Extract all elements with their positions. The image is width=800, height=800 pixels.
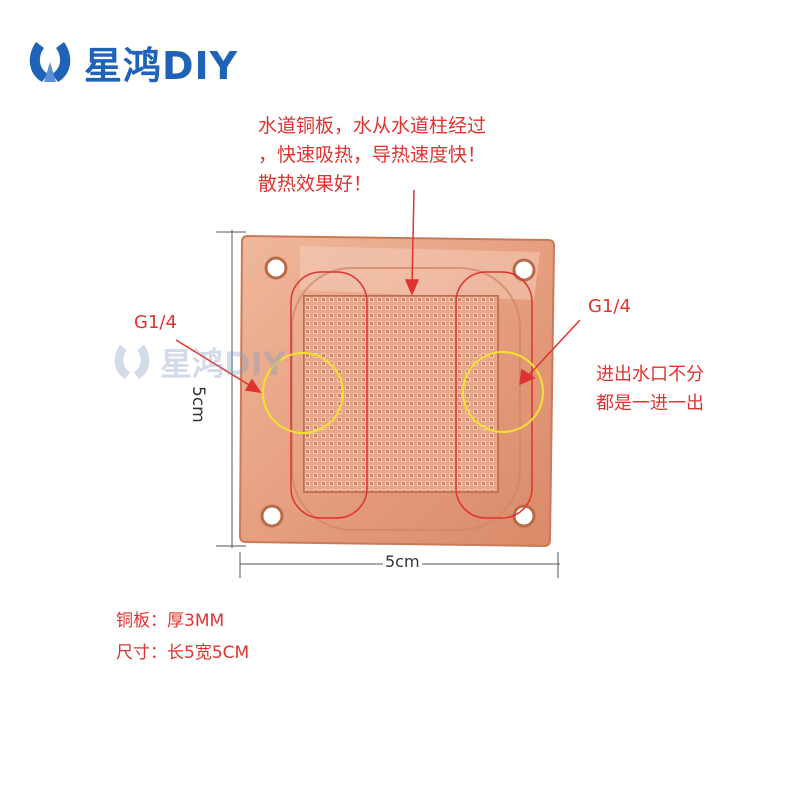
spec-thickness: 铜板：厚3MM — [116, 611, 225, 631]
spec-size: 尺寸：长5宽5CM — [116, 643, 250, 663]
watermark-logo-icon — [114, 344, 150, 380]
inlet-marker — [262, 352, 344, 434]
mounting-hole — [264, 256, 288, 280]
top-callout-line-3: 散热效果好！ — [258, 173, 373, 195]
top-callout-line-2: ，快速吸热，导热速度快！ — [258, 144, 487, 166]
height-dimension-label: 5cm — [188, 386, 208, 423]
outlet-marker — [462, 351, 544, 433]
water-channel-outlines — [290, 271, 533, 519]
ports-note: 进出水口不分 都是一进一出 — [596, 360, 746, 418]
ports-note-line-2: 都是一进一出 — [596, 393, 704, 414]
brand-name: 星鸿DIY — [84, 43, 239, 88]
top-callout: 水道铜板，水从水道柱经过 ，快速吸热，导热速度快！ 散热效果好！ — [258, 112, 548, 199]
brand-logo-icon — [29, 42, 71, 82]
left-port-label: G1/4 — [134, 312, 177, 333]
dimension-lines — [216, 230, 560, 578]
right-port-label: G1/4 — [588, 296, 631, 317]
copper-plate — [238, 234, 556, 548]
width-dimension-label: 5cm — [383, 552, 422, 571]
ports-note-line-1: 进出水口不分 — [596, 364, 704, 385]
watermark-text: 星鸿DIY — [160, 345, 286, 383]
callout-arrows — [175, 189, 581, 393]
pin-fin-array — [303, 295, 499, 493]
watermark: 星鸿DIY — [108, 338, 286, 386]
mounting-hole — [512, 258, 536, 282]
mounting-hole — [260, 504, 284, 528]
brand-logo: 星鸿DIY — [22, 30, 238, 94]
top-callout-line-1: 水道铜板，水从水道柱经过 — [258, 115, 487, 137]
